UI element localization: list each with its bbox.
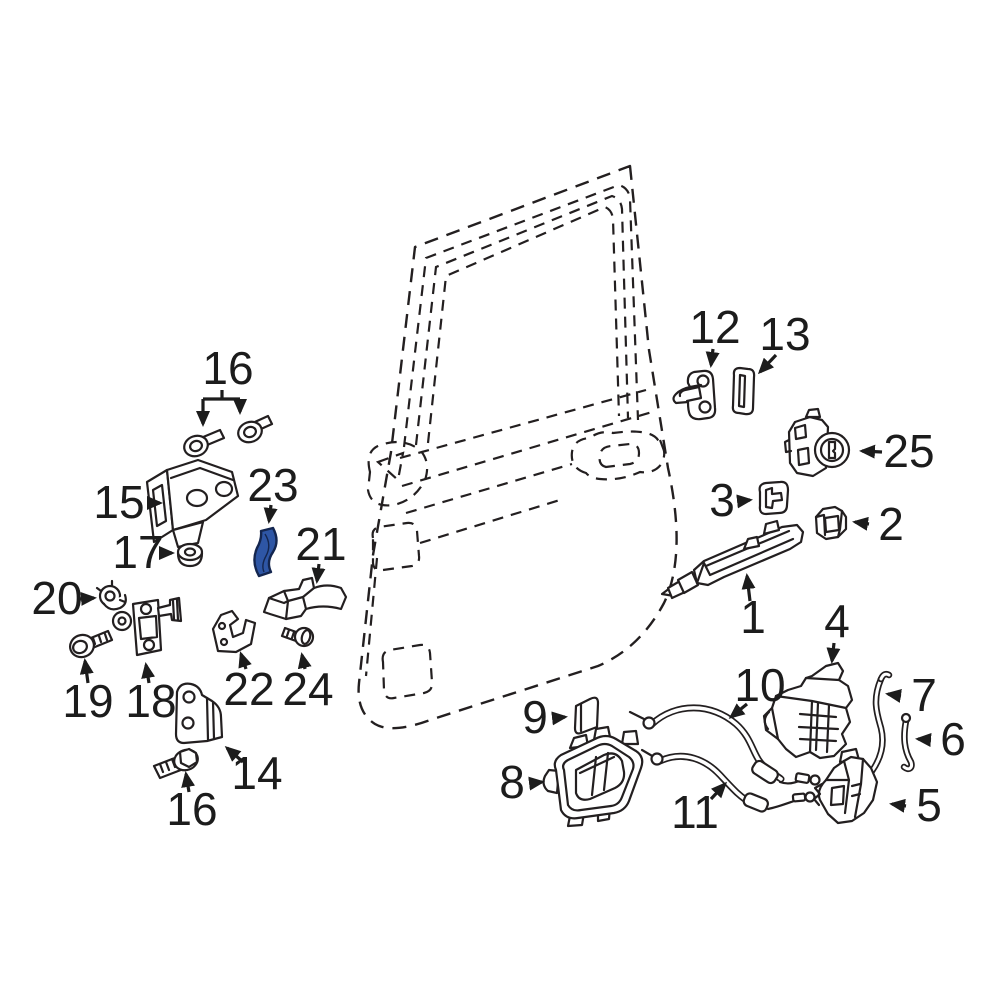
part-23-highlighted-check-link xyxy=(253,526,278,578)
callout-23: 23 xyxy=(247,459,299,524)
part-5-actuator xyxy=(812,747,879,825)
callout-22: 22 xyxy=(223,651,275,715)
callout-label: 14 xyxy=(231,747,282,799)
callout-11: 11 xyxy=(671,781,728,838)
part-22-bracket xyxy=(211,609,257,654)
window-frame-line-1 xyxy=(402,183,640,448)
callout-label: 20 xyxy=(31,572,82,624)
callout-label: 6 xyxy=(940,713,966,765)
part-19-bolt xyxy=(69,629,114,659)
door-cutout-lower xyxy=(381,643,434,700)
callout-label: 3 xyxy=(709,474,735,526)
part-13-clip xyxy=(731,366,756,416)
callout-label: 8 xyxy=(499,756,525,808)
callout-15: 15 xyxy=(93,476,163,528)
part-14-bracket xyxy=(174,682,224,745)
callout-label: 2 xyxy=(878,498,904,550)
callout-label: 15 xyxy=(93,476,144,528)
callout-4: 4 xyxy=(824,595,850,664)
callout-19: 19 xyxy=(62,658,114,727)
callout-1: 1 xyxy=(740,573,766,643)
callout-label: 18 xyxy=(125,675,176,727)
callout-label: 12 xyxy=(689,301,740,353)
callout-label: 17 xyxy=(112,526,163,578)
part-4-latch xyxy=(762,661,854,760)
callout-2: 2 xyxy=(852,498,904,550)
callout-9: 9 xyxy=(522,691,568,743)
callout-25: 25 xyxy=(859,425,935,477)
part-12-striker xyxy=(672,369,717,421)
part-8-interior-handle xyxy=(542,725,644,828)
callout-14: 14 xyxy=(224,746,283,799)
callout-label: 7 xyxy=(911,669,937,721)
callout-3: 3 xyxy=(709,474,753,526)
door-cutout-upper xyxy=(371,521,421,572)
mirror-mount-cutout xyxy=(366,440,429,507)
callout-12: 12 xyxy=(689,301,741,368)
callout-18: 18 xyxy=(125,662,177,727)
callout-17: 17 xyxy=(112,526,175,578)
part-11-cable xyxy=(640,748,816,813)
callout-5: 5 xyxy=(889,779,942,831)
part-10-cable xyxy=(628,704,821,786)
part-20-nut xyxy=(95,579,127,611)
window-frame-line-3 xyxy=(426,205,621,444)
callout-label: 5 xyxy=(916,779,942,831)
part-6-rod xyxy=(900,712,915,773)
callout-label: 13 xyxy=(759,308,810,360)
callout-16-top: 16 xyxy=(196,342,254,427)
door-outline xyxy=(357,164,678,730)
callout-7: 7 xyxy=(885,669,937,721)
part-3-gasket xyxy=(758,480,790,516)
part-2-handle-cap xyxy=(814,505,848,541)
callout-21: 21 xyxy=(295,518,347,584)
callout-label: 22 xyxy=(223,663,274,715)
callout-6: 6 xyxy=(915,713,966,765)
callout-13: 13 xyxy=(757,308,811,375)
part-9-wedge xyxy=(573,696,600,735)
callout-label: 11 xyxy=(671,786,719,838)
door-handle-cutout xyxy=(570,430,666,481)
callout-label: 21 xyxy=(295,518,346,570)
part-21-bracket xyxy=(262,576,348,621)
part-24-screw xyxy=(280,626,315,648)
part-15-upper-hinge xyxy=(145,458,240,549)
callout-label: 1 xyxy=(740,591,766,643)
callout-label: 25 xyxy=(883,425,934,477)
callout-label: 4 xyxy=(824,595,850,647)
window-frame-line-2 xyxy=(414,194,630,446)
part-25-lock-cylinder xyxy=(783,407,851,478)
part-18-lower-hinge xyxy=(111,596,183,657)
callout-label: 23 xyxy=(247,459,298,511)
callout-label: 24 xyxy=(282,663,333,715)
callout-label: 16 xyxy=(202,342,253,394)
callout-24: 24 xyxy=(282,652,334,715)
part-17-nut xyxy=(176,542,204,568)
part-1-exterior-handle xyxy=(660,519,805,600)
callout-label: 19 xyxy=(62,675,113,727)
part-16-bolt xyxy=(152,747,199,780)
callout-20: 20 xyxy=(31,572,97,624)
callout-label: 10 xyxy=(734,659,785,711)
callout-label: 9 xyxy=(522,691,548,743)
part-7-rod xyxy=(868,670,893,775)
callout-8: 8 xyxy=(499,756,545,808)
callout-label: 16 xyxy=(166,783,217,835)
callout-16-bottom: 16 xyxy=(166,771,218,835)
callout-10: 10 xyxy=(728,659,786,719)
part-16-screws xyxy=(183,414,274,458)
callouts: 16 15 17 23 21 20 19 18 xyxy=(31,301,965,838)
